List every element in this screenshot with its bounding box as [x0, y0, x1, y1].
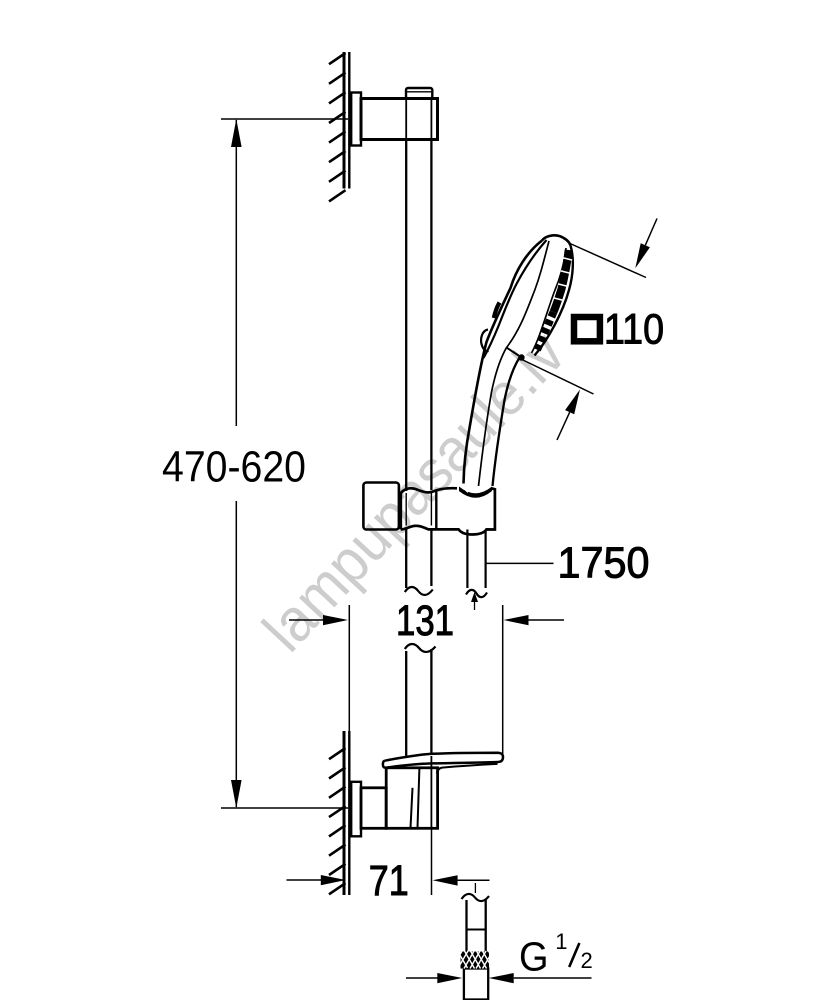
svg-text:110: 110	[604, 307, 664, 354]
svg-text:1750: 1750	[558, 539, 650, 588]
svg-text:1: 1	[555, 929, 567, 954]
svg-text:71: 71	[369, 858, 409, 905]
svg-text:G: G	[519, 934, 549, 980]
svg-text:131: 131	[396, 598, 454, 645]
svg-text:2: 2	[581, 948, 593, 973]
svg-text:470-620: 470-620	[162, 443, 306, 492]
